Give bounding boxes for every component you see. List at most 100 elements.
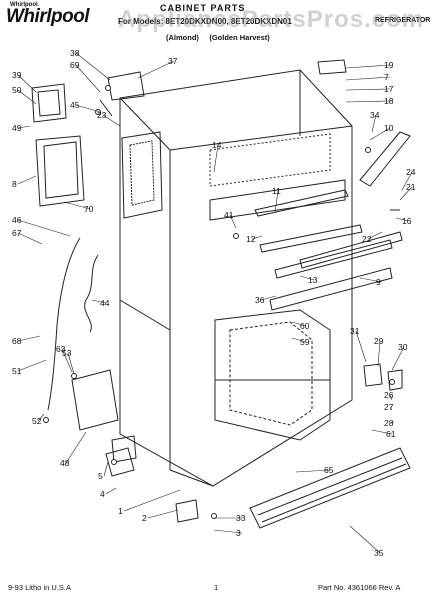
screw-7 bbox=[71, 373, 77, 379]
callout-leader-29 bbox=[377, 340, 381, 367]
callout-53: 53 bbox=[62, 348, 72, 358]
screw-8 bbox=[43, 417, 49, 423]
callout-49: 49 bbox=[12, 123, 22, 133]
callout-51: 51 bbox=[12, 366, 22, 376]
callout-leader-21 bbox=[399, 186, 413, 201]
callout-leader-51 bbox=[17, 359, 47, 372]
callout-3: 3 bbox=[236, 528, 241, 538]
callout-labels: 1234578910111213141617181921222324262728… bbox=[12, 48, 416, 558]
callout-33: 33 bbox=[236, 513, 246, 523]
left-hardware bbox=[31, 71, 145, 463]
print-info: 9-93 Litho in U.S.A bbox=[8, 583, 71, 592]
callout-leader-59 bbox=[291, 337, 307, 343]
model-variants: (Almond) (Golden Harvest) bbox=[166, 33, 270, 42]
callout-leader-68 bbox=[17, 335, 41, 342]
callout-leader-27 bbox=[389, 406, 393, 411]
callout-63: 63 bbox=[56, 344, 66, 354]
screw-markers bbox=[43, 85, 395, 519]
callout-leader-17 bbox=[345, 88, 391, 91]
callout-8: 8 bbox=[12, 179, 17, 189]
callout-leader-50 bbox=[17, 89, 37, 105]
callout-leader-31 bbox=[355, 330, 367, 363]
callout-leader-3 bbox=[213, 529, 243, 534]
callout-30: 30 bbox=[398, 342, 408, 352]
screw-4 bbox=[389, 379, 395, 385]
callout-leader-45 bbox=[75, 104, 101, 113]
callout-34: 34 bbox=[370, 110, 380, 120]
callout-leader-63 bbox=[61, 348, 73, 373]
callout-leader-28 bbox=[389, 421, 395, 424]
callout-leader-14 bbox=[213, 144, 219, 173]
models-line: For Models: 8ET20DKXDN00, 8ET20DKXDN01 bbox=[118, 17, 292, 26]
callout-leader-35 bbox=[349, 525, 381, 554]
callout-24: 24 bbox=[406, 167, 416, 177]
callout-48: 48 bbox=[60, 458, 70, 468]
callout-16: 16 bbox=[402, 216, 412, 226]
callout-leader-65 bbox=[295, 469, 331, 473]
callout-leader-53 bbox=[67, 352, 75, 375]
variant-golden-harvest: (Golden Harvest) bbox=[209, 33, 270, 42]
callout-67: 67 bbox=[12, 228, 22, 238]
callout-26: 26 bbox=[384, 390, 394, 400]
screw-2 bbox=[233, 233, 239, 239]
callout-11: 11 bbox=[272, 186, 281, 196]
callout-leader-1 bbox=[123, 489, 181, 512]
screw-5 bbox=[211, 513, 217, 519]
callout-7: 7 bbox=[384, 72, 389, 82]
callout-14: 14 bbox=[212, 140, 222, 150]
callout-leader-12 bbox=[251, 235, 263, 240]
callout-leader-39 bbox=[17, 74, 37, 93]
callout-69: 69 bbox=[70, 60, 80, 70]
callout-leader-22 bbox=[367, 231, 383, 240]
callout-13: 13 bbox=[308, 275, 318, 285]
callout-18: 18 bbox=[384, 96, 394, 106]
callout-leader-44 bbox=[91, 299, 107, 304]
callout-44: 44 bbox=[100, 298, 110, 308]
callout-28: 28 bbox=[384, 418, 394, 428]
callout-39: 39 bbox=[12, 70, 22, 80]
callout-38: 38 bbox=[70, 48, 80, 58]
variant-almond: (Almond) bbox=[166, 33, 199, 42]
callout-60: 60 bbox=[300, 321, 310, 331]
callout-leader-67 bbox=[17, 232, 43, 245]
callout-leader-70 bbox=[63, 201, 91, 210]
callout-65: 65 bbox=[324, 465, 334, 475]
callout-37: 37 bbox=[168, 56, 178, 66]
callout-leader-10 bbox=[369, 127, 391, 141]
appliance-type: REFRIGERATOR bbox=[375, 17, 431, 24]
callout-leader-37 bbox=[137, 60, 175, 79]
callout-leader-5 bbox=[103, 461, 109, 477]
callout-leader-38 bbox=[75, 52, 111, 81]
callout-10: 10 bbox=[384, 123, 394, 133]
callout-21: 21 bbox=[406, 182, 416, 192]
callout-9: 9 bbox=[376, 277, 381, 287]
callout-leader-49 bbox=[17, 125, 31, 129]
callout-leader-48 bbox=[65, 431, 87, 464]
callout-59: 59 bbox=[300, 337, 310, 347]
rail-assemblies bbox=[254, 131, 411, 311]
callout-61: 61 bbox=[386, 429, 396, 439]
callout-leader-18 bbox=[345, 100, 391, 103]
page-number: 1 bbox=[214, 583, 219, 592]
callout-5: 5 bbox=[98, 471, 103, 481]
callout-leader-36 bbox=[260, 295, 277, 301]
callout-52: 52 bbox=[32, 416, 42, 426]
screw-3 bbox=[365, 147, 371, 153]
callout-2: 2 bbox=[142, 513, 147, 523]
diagram-title: CABINET PARTS bbox=[160, 3, 246, 13]
callout-leader-52 bbox=[37, 413, 45, 422]
callout-19: 19 bbox=[384, 60, 394, 70]
screw-0 bbox=[105, 85, 111, 91]
callout-36: 36 bbox=[255, 295, 265, 305]
callout-leader-46 bbox=[17, 219, 71, 237]
callout-70: 70 bbox=[84, 204, 94, 214]
callout-1: 1 bbox=[118, 506, 123, 516]
callout-29: 29 bbox=[374, 336, 384, 346]
callout-leader-60 bbox=[291, 321, 307, 327]
callout-27: 27 bbox=[384, 402, 394, 412]
callout-leader-61 bbox=[371, 429, 393, 435]
callout-leader-26 bbox=[389, 394, 393, 401]
brand-logo: Whirlpool bbox=[6, 6, 90, 27]
